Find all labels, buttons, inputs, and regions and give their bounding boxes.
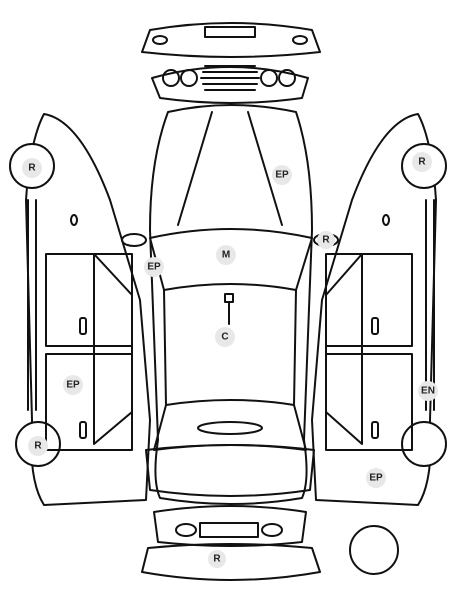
right-side-view xyxy=(311,113,447,506)
marker-left-rear-wheel-r: R xyxy=(28,436,48,456)
marker-right-sill-en: EN xyxy=(418,381,438,401)
rear-lights xyxy=(153,505,307,547)
marker-left-front-wheel-r: R xyxy=(22,158,42,178)
svg-text:R: R xyxy=(322,235,330,246)
left-side-view xyxy=(9,113,151,506)
svg-text:R: R xyxy=(28,163,36,174)
marker-right-rear-ep: EP xyxy=(366,468,386,488)
marker-left-rear-door-ep: EP xyxy=(63,375,83,395)
svg-text:R: R xyxy=(213,554,221,565)
marker-hood-ep: EP xyxy=(272,165,292,185)
marker-right-front-wheel-r: R xyxy=(412,152,432,172)
svg-text:EP: EP xyxy=(66,380,80,391)
spare-wheel xyxy=(349,525,399,575)
svg-text:EP: EP xyxy=(147,262,161,273)
rear-bumper xyxy=(141,543,321,581)
marker-right-mirror-r: R xyxy=(317,231,335,249)
svg-text:M: M xyxy=(222,250,230,261)
marker-roof-c: C xyxy=(215,327,235,347)
damage-markers: EP R EP M C R R EP R EN EP xyxy=(22,152,438,568)
marker-rear-bumper-r: R xyxy=(208,550,226,568)
svg-text:R: R xyxy=(34,441,42,452)
svg-text:C: C xyxy=(221,332,228,343)
svg-text:R: R xyxy=(418,157,426,168)
car-body-top xyxy=(145,104,315,505)
marker-left-mirror-ep: EP xyxy=(144,257,164,277)
svg-text:EP: EP xyxy=(369,473,383,484)
svg-text:EP: EP xyxy=(275,170,289,181)
svg-text:EN: EN xyxy=(421,386,435,397)
front-bumper xyxy=(141,22,321,58)
marker-windshield-m: M xyxy=(216,245,236,265)
front-grille xyxy=(151,65,309,104)
